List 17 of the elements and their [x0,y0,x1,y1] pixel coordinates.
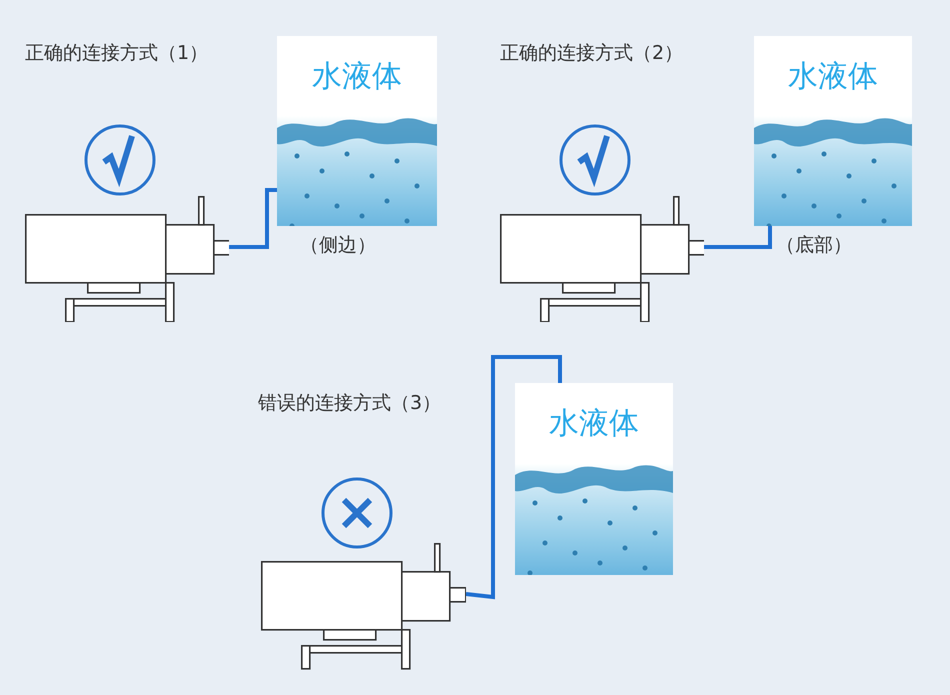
pump-drawing [261,543,466,670]
position-label: （底部） [776,233,852,258]
heading: 正确的连接方式（2） [500,41,684,66]
tank-box [515,383,673,575]
tank-label: 水液体 [311,58,403,96]
tank-label: 水液体 [548,405,640,443]
heading: 正确的连接方式（1） [25,41,208,66]
pump-drawing [500,196,704,322]
pump-drawing [25,196,229,322]
pipe [229,188,277,249]
tank-box [754,36,912,226]
pipe [704,226,772,249]
tank-box [277,36,437,226]
heading: 错误的连接方式（3） [258,391,442,416]
pipe [466,355,562,600]
tank-label: 水液体 [787,58,879,96]
position-label: （侧边） [300,233,376,258]
